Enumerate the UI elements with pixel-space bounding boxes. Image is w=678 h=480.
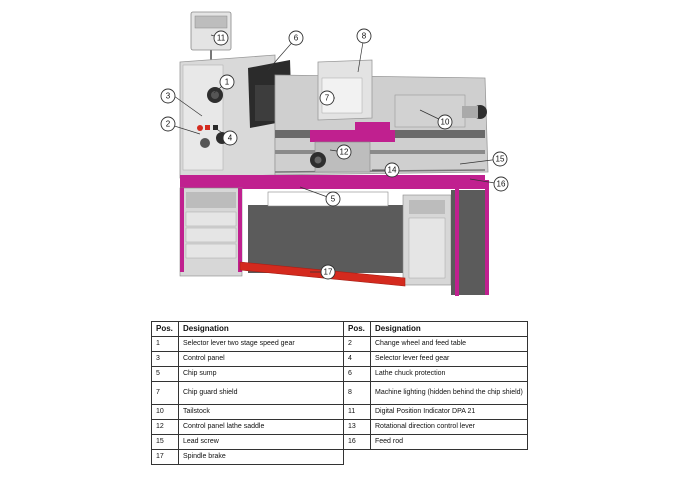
callout-11: 11 bbox=[213, 30, 229, 46]
empty-cell bbox=[370, 449, 528, 465]
table-row: 1 Selector lever two stage speed gear 2 … bbox=[151, 336, 528, 352]
designation-cell: Lathe chuck protection bbox=[370, 366, 528, 382]
designation-cell: Lead screw bbox=[178, 434, 344, 450]
pos-cell: 13 bbox=[343, 419, 371, 435]
header-pos-right: Pos. bbox=[343, 321, 371, 337]
table-header-row: Pos. Designation Pos. Designation bbox=[151, 321, 528, 337]
callout-2-label: 2 bbox=[166, 120, 171, 129]
pos-cell: 17 bbox=[151, 449, 179, 465]
header-designation-right: Designation bbox=[370, 321, 528, 337]
callout-1: 1 bbox=[219, 74, 235, 90]
callout-7: 7 bbox=[319, 90, 335, 106]
designation-cell: Spindle brake bbox=[178, 449, 344, 465]
designation-cell: Selector lever feed gear bbox=[370, 351, 528, 367]
callout-6-label: 6 bbox=[294, 34, 299, 43]
callout-3-label: 3 bbox=[166, 92, 171, 101]
callout-17-label: 17 bbox=[324, 268, 333, 277]
machine-stand bbox=[179, 175, 489, 296]
designation-cell: Digital Position Indicator DPA 21 bbox=[370, 404, 528, 420]
table-row: 17 Spindle brake bbox=[151, 449, 528, 465]
pos-cell: 3 bbox=[151, 351, 179, 367]
callout-1-label: 1 bbox=[225, 78, 230, 87]
callout-2: 2 bbox=[160, 116, 176, 132]
table-row: 5 Chip sump 6 Lathe chuck protection bbox=[151, 366, 528, 382]
designation-cell: Chip guard shield bbox=[178, 381, 344, 405]
pos-cell: 6 bbox=[343, 366, 371, 382]
header-pos-left: Pos. bbox=[151, 321, 179, 337]
table-row: 10 Tailstock 11 Digital Position Indicat… bbox=[151, 404, 528, 420]
callout-11-label: 11 bbox=[217, 34, 226, 43]
pos-cell: 7 bbox=[151, 381, 179, 405]
pos-cell: 1 bbox=[151, 336, 179, 352]
designation-cell: Feed rod bbox=[370, 434, 528, 450]
designation-cell: Control panel bbox=[178, 351, 344, 367]
tailstock bbox=[394, 94, 487, 128]
callout-15-label: 15 bbox=[496, 155, 505, 164]
empty-cell bbox=[343, 449, 371, 465]
callout-4-label: 4 bbox=[228, 134, 233, 143]
callout-16: 16 bbox=[493, 176, 509, 192]
pos-cell: 5 bbox=[151, 366, 179, 382]
lathe-diagram: 11 1 3 2 4 5 6 7 8 10 12 14 15 16 17 bbox=[160, 11, 509, 296]
pos-cell: 4 bbox=[343, 351, 371, 367]
designation-cell: Control panel lathe saddle bbox=[178, 419, 344, 435]
callout-8-label: 8 bbox=[362, 32, 367, 41]
callout-14: 14 bbox=[384, 162, 400, 178]
table-row: 15 Lead screw 16 Feed rod bbox=[151, 434, 528, 450]
designation-cell: Tailstock bbox=[178, 404, 344, 420]
pos-cell: 12 bbox=[151, 419, 179, 435]
chip-guard-shield bbox=[317, 59, 373, 121]
table-row: 12 Control panel lathe saddle 13 Rotatio… bbox=[151, 419, 528, 435]
table-row: 3 Control panel 4 Selector lever feed ge… bbox=[151, 351, 528, 367]
designation-cell: Machine lighting (hidden behind the chip… bbox=[370, 381, 528, 405]
callout-10-label: 10 bbox=[441, 118, 450, 127]
callout-8: 8 bbox=[356, 28, 372, 44]
header-designation-left: Designation bbox=[178, 321, 344, 337]
callout-7-label: 7 bbox=[325, 94, 330, 103]
designation-cell: Change wheel and feed table bbox=[370, 336, 528, 352]
table-row: 7 Chip guard shield 8 Machine lighting (… bbox=[151, 381, 528, 405]
callout-16-label: 16 bbox=[497, 180, 506, 189]
callout-5: 5 bbox=[325, 191, 341, 207]
parts-legend-table: Pos. Designation Pos. Designation 1 Sele… bbox=[151, 321, 528, 465]
designation-cell: Chip sump bbox=[178, 366, 344, 382]
pos-cell: 15 bbox=[151, 434, 179, 450]
designation-cell: Rotational direction control lever bbox=[370, 419, 528, 435]
callout-15: 15 bbox=[492, 151, 508, 167]
callout-12-label: 12 bbox=[340, 148, 349, 157]
pos-cell: 16 bbox=[343, 434, 371, 450]
callout-12: 12 bbox=[336, 144, 352, 160]
callout-14-label: 14 bbox=[388, 166, 397, 175]
callout-4: 4 bbox=[222, 130, 238, 146]
designation-cell: Selector lever two stage speed gear bbox=[178, 336, 344, 352]
callout-10: 10 bbox=[437, 114, 453, 130]
callout-6: 6 bbox=[288, 30, 304, 46]
pos-cell: 8 bbox=[343, 381, 371, 405]
pos-cell: 11 bbox=[343, 404, 371, 420]
callout-3: 3 bbox=[160, 88, 176, 104]
pos-cell: 2 bbox=[343, 336, 371, 352]
callout-17: 17 bbox=[320, 264, 336, 280]
pos-cell: 10 bbox=[151, 404, 179, 420]
callout-5-label: 5 bbox=[331, 195, 336, 204]
